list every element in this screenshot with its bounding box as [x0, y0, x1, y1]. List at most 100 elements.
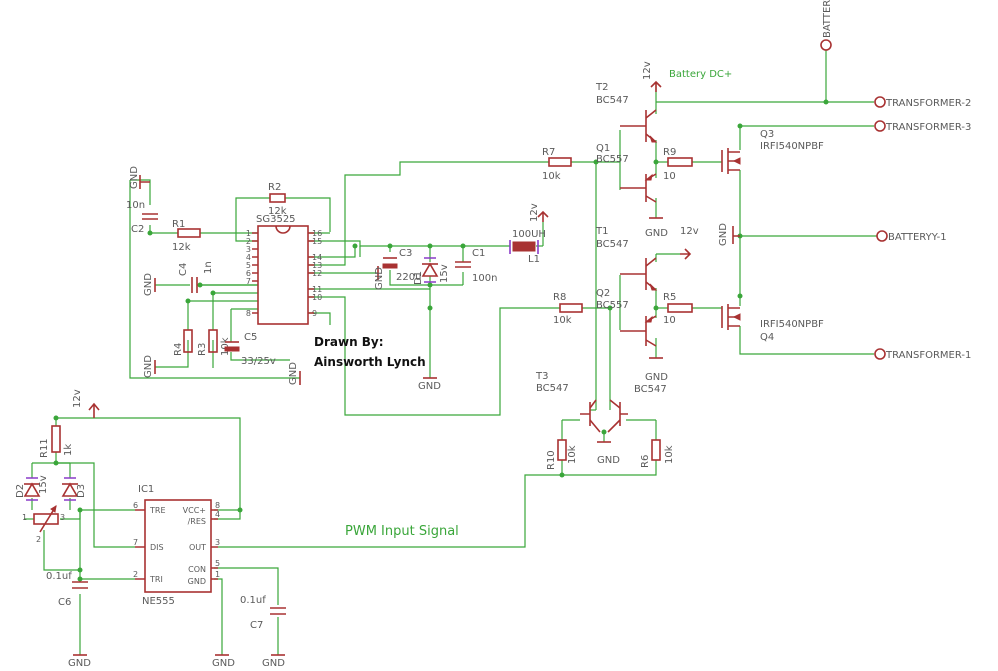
- svg-text:OUT: OUT: [189, 543, 206, 552]
- credit-line-1: Drawn By:: [314, 335, 384, 349]
- svg-text:/RES: /RES: [188, 517, 206, 526]
- junctions: [53, 99, 829, 582]
- svg-text:D1: D1: [413, 271, 424, 285]
- svg-text:5: 5: [246, 261, 251, 270]
- svg-text:1: 1: [215, 570, 220, 579]
- r11-body: [51, 425, 61, 453]
- svg-text:BC547: BC547: [596, 239, 629, 250]
- svg-text:2: 2: [133, 570, 138, 579]
- mosfet-q3: Q3 IRFI540NPBF: [721, 129, 824, 174]
- svg-text:1: 1: [22, 513, 27, 522]
- svg-text:BC557: BC557: [596, 300, 629, 311]
- svg-text:GND: GND: [418, 381, 441, 392]
- svg-text:GND: GND: [143, 355, 154, 378]
- svg-text:GND: GND: [68, 658, 91, 669]
- c7-body: [270, 607, 286, 615]
- svg-text:12v: 12v: [680, 226, 699, 237]
- wires: [24, 50, 882, 655]
- svg-text:C1: C1: [472, 248, 485, 259]
- ne555-ref: IC1: [138, 484, 154, 495]
- net-labels: TRANSFORMER-2 TRANSFORMER-3 BATTERYY-1 T…: [820, 0, 971, 361]
- battery-dc-label: Battery DC+: [669, 69, 732, 80]
- capacitors: 10n C2 C4 1n C5 33/25v C3 220u C1 100n 0…: [46, 200, 497, 631]
- svg-text:33/25v: 33/25v: [241, 356, 276, 367]
- svg-text:10k: 10k: [553, 315, 572, 326]
- transistor-t2: T2 BC547: [595, 82, 658, 143]
- transformer-1-label: TRANSFORMER-1: [885, 350, 971, 361]
- svg-text:4: 4: [246, 253, 251, 262]
- mosfet-q4: IRFI540NPBF Q4: [721, 304, 824, 343]
- svg-text:15v: 15v: [439, 264, 450, 283]
- svg-text:10: 10: [663, 315, 676, 326]
- svg-text:12k: 12k: [172, 242, 191, 253]
- svg-text:0.1uf: 0.1uf: [240, 595, 266, 606]
- svg-text:R2: R2: [268, 182, 281, 193]
- vcc-symbols: 12v 12v 12v 12v: [72, 61, 699, 418]
- r10-body: [557, 439, 567, 461]
- svg-text:1k: 1k: [63, 444, 74, 456]
- svg-text:C3: C3: [399, 248, 412, 259]
- svg-text:Q1: Q1: [596, 143, 610, 154]
- svg-text:16: 16: [312, 229, 322, 238]
- svg-text:CON: CON: [188, 565, 206, 574]
- transformer-3-label: TRANSFORMER-3: [885, 122, 971, 133]
- resistors: R1 12k R2 12k R4 R3 10k R7 10k R8 10k R9…: [39, 147, 693, 470]
- batteryy-1-label: BATTERYY-1: [888, 232, 947, 243]
- c6-body: [72, 581, 88, 589]
- svg-text:GND: GND: [188, 577, 206, 586]
- sg3525-left-pins: 1 2 3 4 5 6 7 8: [246, 229, 251, 318]
- svg-text:6: 6: [133, 501, 138, 510]
- svg-text:R9: R9: [663, 147, 676, 158]
- svg-text:C4: C4: [178, 263, 189, 276]
- svg-text:10k: 10k: [567, 445, 578, 464]
- svg-text:Q2: Q2: [596, 288, 610, 299]
- transistor-t1: T1 BC547: [595, 226, 658, 291]
- svg-text:GND: GND: [597, 455, 620, 466]
- svg-text:2: 2: [246, 237, 251, 246]
- svg-text:T1: T1: [595, 226, 608, 237]
- svg-text:D2: D2: [15, 484, 26, 498]
- svg-text:0.1uf: 0.1uf: [46, 571, 72, 582]
- credit-line-2: Ainsworth Lynch: [314, 355, 426, 369]
- transistor-q2: Q2 BC557: [596, 288, 657, 347]
- gnd-symbols: GND GND GND GND GND GND GND GND GND GND …: [68, 166, 740, 669]
- svg-text:4: 4: [215, 510, 220, 519]
- svg-text:8: 8: [215, 501, 220, 510]
- zener-d1: D1 15v: [413, 257, 450, 285]
- svg-text:R7: R7: [542, 147, 555, 158]
- svg-text:GND: GND: [645, 228, 668, 239]
- transformer-2-label: TRANSFORMER-2: [885, 98, 971, 109]
- r1-body: [177, 228, 201, 238]
- svg-text:L1: L1: [528, 254, 540, 265]
- svg-text:5: 5: [215, 559, 220, 568]
- svg-text:R5: R5: [663, 292, 676, 303]
- svg-text:12k: 12k: [268, 206, 287, 217]
- svg-text:D3: D3: [76, 484, 87, 498]
- ne555-ic: IC1 NE555 TRE DIS TRI VCC+ /RES OUT CON …: [133, 484, 220, 607]
- svg-text:BC547: BC547: [536, 383, 569, 394]
- svg-text:Q3: Q3: [760, 129, 774, 140]
- sg3525-label: SG3525: [256, 214, 296, 225]
- r6-body: [651, 439, 661, 461]
- ne555-label: NE555: [142, 596, 175, 607]
- svg-text:C6: C6: [58, 597, 71, 608]
- batteryy-2-label: BATTERYY-2: [822, 0, 833, 38]
- svg-text:GND: GND: [143, 273, 154, 296]
- svg-text:GND: GND: [129, 166, 140, 189]
- svg-text:3: 3: [60, 513, 65, 522]
- svg-text:10: 10: [663, 171, 676, 182]
- svg-text:C2: C2: [131, 224, 144, 235]
- r3-body: [208, 329, 218, 353]
- svg-text:R8: R8: [553, 292, 566, 303]
- svg-text:R10: R10: [546, 450, 557, 470]
- svg-text:12v: 12v: [642, 61, 653, 80]
- svg-text:C5: C5: [244, 332, 257, 343]
- svg-text:TRE: TRE: [149, 506, 166, 515]
- svg-text:GND: GND: [718, 223, 729, 246]
- svg-text:220u: 220u: [396, 272, 421, 283]
- sg3525-right-pins: 16 15 14 13 12 11 10 9: [312, 229, 322, 318]
- potentiometer: 1 2 3: [22, 505, 65, 544]
- svg-text:10k: 10k: [664, 445, 675, 464]
- c4-body: [191, 277, 198, 293]
